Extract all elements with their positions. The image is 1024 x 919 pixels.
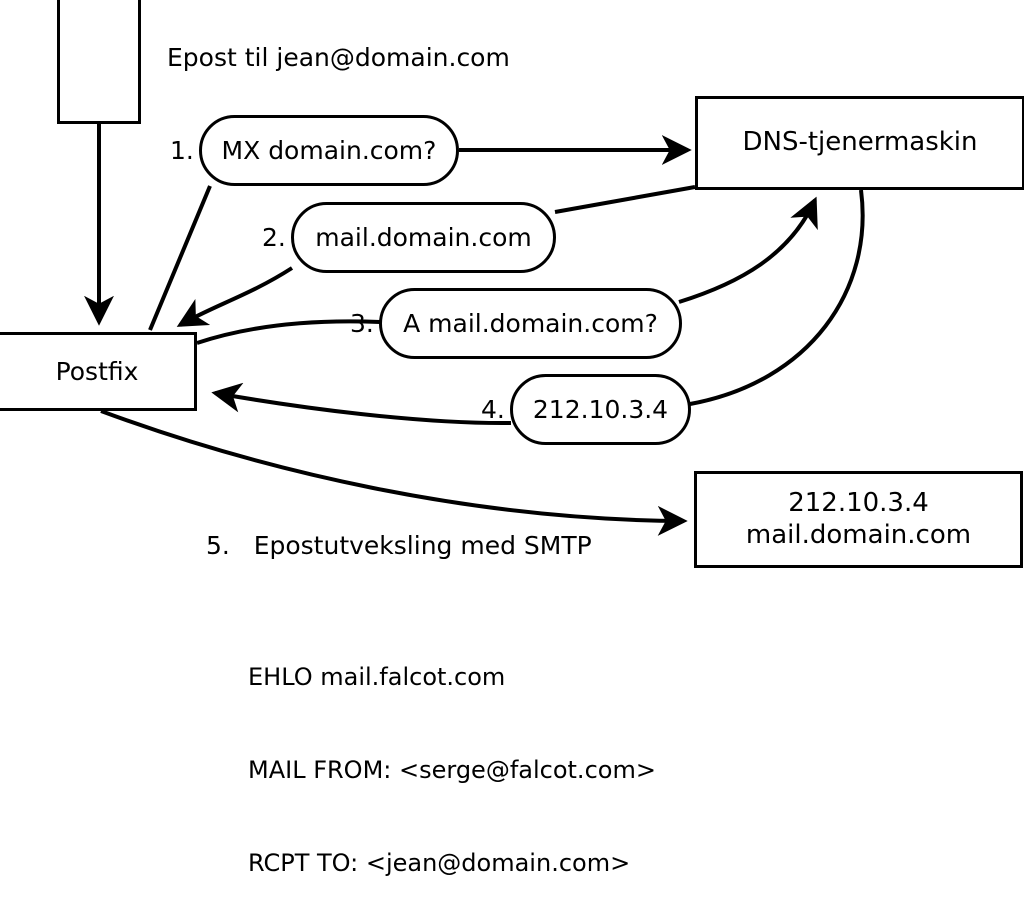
message-pill-mx-query-label: MX domain.com? bbox=[221, 135, 437, 165]
edge-a-answer-to-postfix bbox=[211, 382, 512, 426]
message-pill-a-query-label: A mail.domain.com? bbox=[403, 308, 658, 338]
caption-incoming-mail: Epost til jean@domain.com bbox=[167, 43, 510, 72]
mailserver-ip: 212.10.3.4 bbox=[788, 488, 929, 519]
step-5-caption: 5. Epostutveksling med SMTP bbox=[206, 531, 592, 560]
message-pill-mx-answer-label: mail.domain.com bbox=[315, 222, 532, 252]
edge-dns-to-a-answer bbox=[689, 189, 865, 406]
node-client-workstation[interactable] bbox=[57, 0, 141, 124]
node-postfix[interactable]: Postfix bbox=[0, 332, 197, 411]
step-number-2: 2. bbox=[262, 223, 286, 252]
mailserver-hostname: mail.domain.com bbox=[745, 519, 972, 550]
edge-postfix-to-mailserver-smtp bbox=[100, 409, 688, 536]
message-pill-a-query[interactable]: A mail.domain.com? bbox=[379, 288, 682, 359]
node-dns-server[interactable]: DNS-tjenermaskin bbox=[695, 96, 1024, 190]
edge-a-query-to-dns bbox=[678, 196, 818, 304]
message-pill-a-answer[interactable]: 212.10.3.4 bbox=[510, 374, 691, 445]
smtp-transcript: EHLO mail.falcot.com MAIL FROM: <serge@f… bbox=[248, 600, 656, 919]
smtp-line: RCPT TO: <jean@domain.com> bbox=[248, 849, 631, 877]
edge-postfix-to-a-query bbox=[196, 319, 381, 345]
edge-mx-answer-to-postfix bbox=[176, 266, 294, 327]
message-pill-mx-query[interactable]: MX domain.com? bbox=[199, 115, 459, 186]
node-dns-server-label: DNS-tjenermaskin bbox=[742, 127, 978, 158]
step-number-3: 3. bbox=[350, 309, 374, 338]
node-remote-mail-server[interactable]: 212.10.3.4 mail.domain.com bbox=[694, 471, 1023, 568]
node-postfix-label: Postfix bbox=[55, 356, 139, 386]
smtp-line: MAIL FROM: <serge@falcot.com> bbox=[248, 756, 656, 784]
step-number-1: 1. bbox=[170, 136, 194, 165]
edge-postfix-to-mx-query bbox=[148, 185, 212, 331]
message-pill-mx-answer[interactable]: mail.domain.com bbox=[291, 202, 556, 273]
smtp-line: EHLO mail.falcot.com bbox=[248, 663, 506, 691]
node-remote-mail-server-text: 212.10.3.4 mail.domain.com bbox=[746, 488, 971, 550]
edge-dns-to-mx-answer bbox=[554, 185, 696, 214]
step-number-4: 4. bbox=[481, 395, 505, 424]
message-pill-a-answer-label: 212.10.3.4 bbox=[532, 394, 669, 424]
